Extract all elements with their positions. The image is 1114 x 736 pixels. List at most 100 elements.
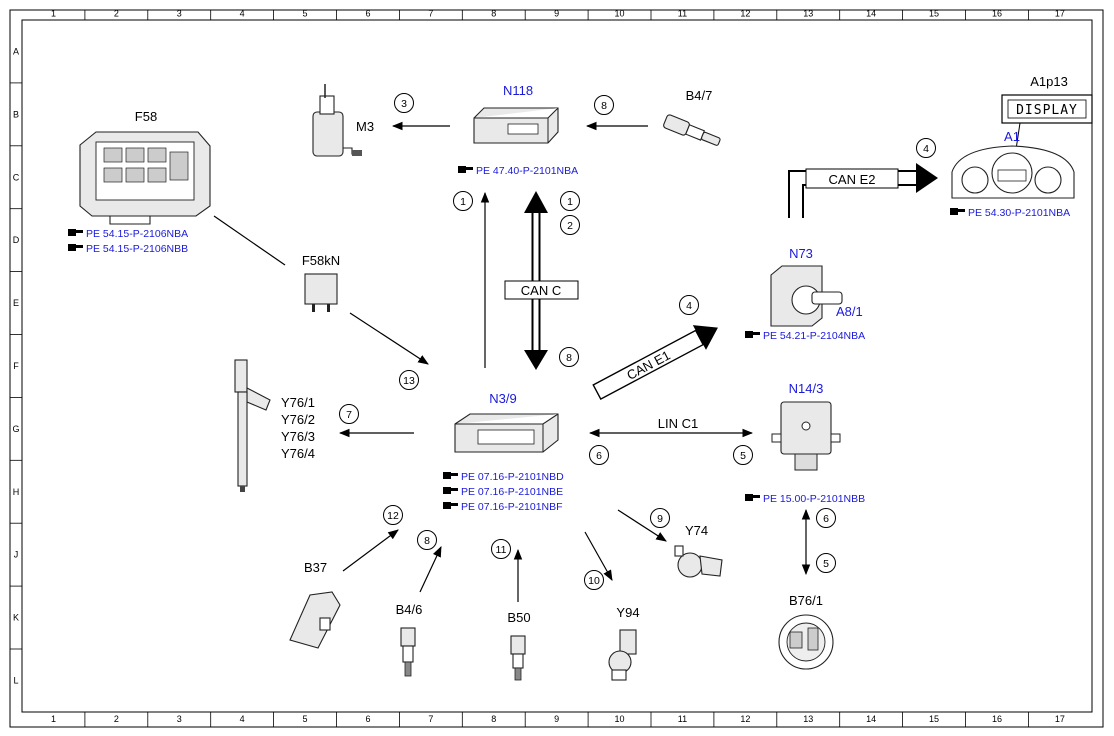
n118-ref: PE 47.40-P-2101NBA (476, 165, 578, 177)
grid-column-bottom: 14 (866, 714, 876, 724)
a1-label: A1 (1004, 129, 1020, 144)
y76-label-4: Y76/4 (281, 446, 315, 461)
m3-label: M3 (356, 119, 374, 134)
signal-5b: 5 (816, 553, 836, 573)
signal-4b: 4 (679, 295, 699, 315)
grid-column-bottom: 16 (992, 714, 1002, 724)
svg-text:2: 2 (567, 220, 573, 232)
signal-1b: 1 (560, 191, 580, 211)
grid-row-label: F (13, 361, 19, 371)
grid-column-top: 8 (491, 9, 496, 19)
y76-label-3: Y76/3 (281, 429, 315, 444)
n39-ref-2: PE 07.16-P-2101NBE (461, 486, 563, 498)
y94-label: Y94 (616, 605, 639, 620)
svg-text:7: 7 (346, 409, 352, 421)
f58-ref-2: PE 54.15-P-2106NBB (86, 243, 188, 255)
can-e1-bus: CAN E1 (592, 325, 718, 401)
svg-text:8: 8 (566, 352, 572, 364)
a81-label: A8/1 (836, 304, 863, 319)
svg-text:9: 9 (657, 513, 663, 525)
grid-column-bottom: 12 (740, 714, 750, 724)
grid-column-bottom: 15 (929, 714, 939, 724)
signal-13: 13 (399, 370, 419, 390)
reference-pointer-icon (68, 229, 83, 236)
reference-pointer-icon (443, 472, 458, 479)
b46-label: B4/6 (396, 602, 423, 617)
grid-column-bottom: 1 (51, 714, 56, 724)
grid-row-label: A (13, 46, 19, 56)
grid-column-bottom: 11 (678, 714, 687, 724)
n39-ref-1: PE 07.16-P-2101NBD (461, 471, 564, 483)
f58kn-relay: F58kN (302, 253, 340, 312)
grid-column-bottom: 2 (114, 714, 119, 724)
line-f58kn-n39 (349, 312, 429, 365)
grid-row-label: E (13, 298, 19, 308)
signal-6b: 6 (816, 508, 836, 528)
grid-row-label: J (14, 550, 19, 560)
f58-label: F58 (135, 109, 157, 124)
svg-text:11: 11 (496, 544, 507, 556)
signal-9: 9 (650, 508, 670, 528)
svg-text:1: 1 (460, 196, 466, 208)
signal-7: 7 (339, 404, 359, 424)
grid-column-bottom: 6 (365, 714, 370, 724)
line-b46-n39 (419, 546, 442, 593)
reference-pointer-icon (745, 494, 760, 501)
grid-column-top: 15 (929, 9, 939, 19)
grid-row-label: D (13, 235, 20, 245)
grid-frame: 1122334455667788991010111112121313141415… (9, 9, 1104, 728)
a1p13-display-text: DISPLAY (1016, 103, 1078, 118)
signal-8b: 8 (559, 347, 579, 367)
grid-column-bottom: 4 (240, 714, 245, 724)
y74-label: Y74 (685, 523, 708, 538)
n143-label: N14/3 (789, 381, 824, 396)
n73-ref: PE 54.21-P-2104NBA (763, 330, 865, 342)
signal-8a: 8 (594, 95, 614, 115)
grid-column-top: 14 (866, 9, 876, 19)
svg-text:12: 12 (387, 510, 399, 522)
svg-text:13: 13 (403, 375, 415, 387)
y76-label-2: Y76/2 (281, 412, 315, 427)
grid-row-label: G (12, 424, 19, 434)
grid-column-bottom: 5 (303, 714, 308, 724)
n118-label: N118 (503, 83, 533, 98)
grid-column-top: 9 (554, 9, 559, 19)
line-b37-n39 (342, 529, 399, 572)
svg-text:4: 4 (686, 300, 692, 312)
can-c-label: CAN C (521, 283, 561, 298)
svg-text:5: 5 (740, 450, 746, 462)
grid-column-top: 10 (615, 9, 625, 19)
b47-label: B4/7 (686, 88, 713, 103)
n73-ignition-switch: N73 A8/1 PE 54.21-P-2104NBA (745, 246, 865, 342)
svg-text:5: 5 (823, 558, 829, 570)
signal-markers: 3 8 4 1 1 2 8 4 13 7 6 5 12 8 11 10 9 6 … (339, 93, 936, 590)
can-e2-bus: CAN E2 (788, 163, 938, 218)
svg-text:3: 3 (401, 98, 407, 110)
grid-row-label: H (13, 487, 20, 497)
n39-engine-control-unit: N3/9 PE 07.16-P-2101NBD PE 07.16-P-2101N… (443, 391, 564, 513)
reference-pointer-icon (443, 487, 458, 494)
b37-label: B37 (304, 560, 327, 575)
grid-row-label: B (13, 109, 19, 119)
b46-sensor: B4/6 (396, 602, 423, 677)
grid-column-bottom: 3 (177, 714, 182, 724)
signal-2: 2 (560, 215, 580, 235)
lin-c1-label: LIN C1 (658, 416, 698, 431)
line-n39-y74 (617, 509, 667, 542)
grid-column-top: 11 (678, 9, 687, 19)
b50-label: B50 (507, 610, 530, 625)
f58kn-label: F58kN (302, 253, 340, 268)
can-e2-label: CAN E2 (829, 172, 876, 187)
n73-label: N73 (789, 246, 813, 261)
grid-column-top: 4 (240, 9, 245, 19)
grid-row-label: L (13, 675, 18, 685)
signal-10: 10 (584, 570, 604, 590)
y76-injector: Y76/1 Y76/2 Y76/3 Y76/4 (234, 359, 315, 492)
signal-8c: 8 (417, 530, 437, 550)
grid-column-top: 1 (51, 9, 56, 19)
f58-ref-1: PE 54.15-P-2106NBA (86, 228, 188, 240)
b50-sensor: B50 (507, 610, 531, 681)
grid-column-top: 7 (428, 9, 433, 19)
grid-column-top: 16 (992, 9, 1002, 19)
